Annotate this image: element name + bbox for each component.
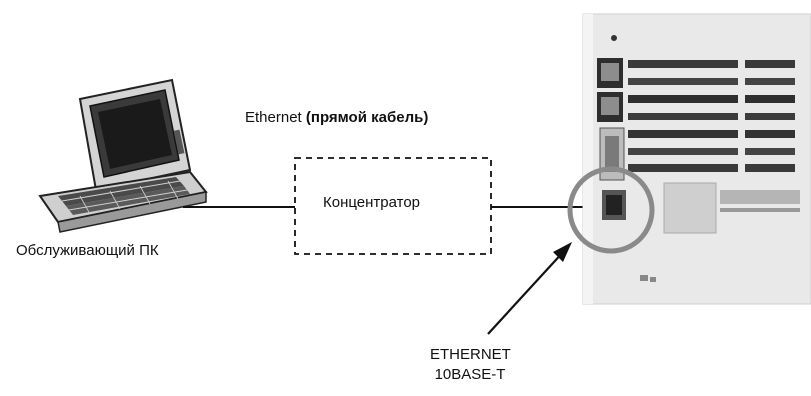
plc-device (582, 13, 811, 305)
port-highlight-circle (567, 166, 655, 254)
cable-type-label: Ethernet (прямой кабель) (245, 109, 428, 127)
port-label: ETHERNET 10BASE-T (430, 345, 511, 385)
cable-label-bold: (прямой кабель) (305, 109, 429, 126)
cable-label-prefix: Ethernet (245, 109, 302, 126)
hub-label: Концентратор (323, 194, 421, 211)
port-arrow-shaft (487, 249, 566, 335)
port-label-line2: 10BASE-T (434, 366, 506, 383)
port-arrow-head (553, 242, 572, 262)
pc-label: Обслуживающий ПК (16, 242, 159, 259)
laptop-icon (38, 78, 208, 233)
port-label-line1: ETHERNET (430, 346, 511, 363)
